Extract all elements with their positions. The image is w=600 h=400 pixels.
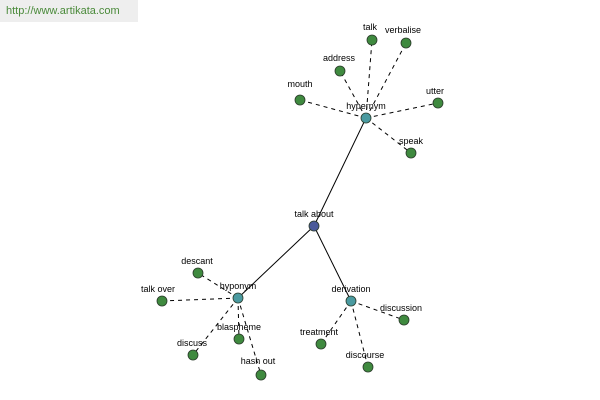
node-dot-discourse[interactable] [362, 361, 374, 373]
edge-hypernym-talk [365, 39, 373, 119]
node-talk[interactable]: talk [363, 22, 378, 46]
node-discussion[interactable]: discussion [380, 303, 422, 326]
node-dot-talk-over[interactable] [156, 295, 168, 307]
node-dot-descant[interactable] [192, 267, 204, 279]
node-dot-treatment[interactable] [315, 338, 327, 350]
edge-talk-about-hyponym [237, 225, 315, 299]
node-label-utter[interactable]: utter [426, 86, 444, 96]
node-utter[interactable]: utter [426, 86, 444, 109]
node-speak[interactable]: speak [399, 136, 424, 159]
graph-edges [161, 39, 439, 376]
node-label-talk-over[interactable]: talk over [141, 284, 175, 294]
node-dot-talk[interactable] [366, 34, 378, 46]
edge-hyponym-blaspheme [237, 297, 240, 340]
edge-talk-about-hypernym [313, 117, 367, 227]
node-dot-utter[interactable] [432, 97, 444, 109]
node-dot-hyponym[interactable] [232, 292, 244, 304]
node-dot-hypernym[interactable] [360, 112, 372, 124]
node-dot-discuss[interactable] [187, 349, 199, 361]
edge-derivation-discourse [350, 300, 369, 368]
url-banner[interactable]: http://www.artikata.com [0, 0, 138, 22]
graph-nodes: talk address verbalise mouth utter speak desca… [141, 22, 444, 381]
node-label-hash-out[interactable]: hash out [241, 356, 276, 366]
node-label-discussion[interactable]: discussion [380, 303, 422, 313]
node-dot-speak[interactable] [405, 147, 417, 159]
node-label-speak[interactable]: speak [399, 136, 424, 146]
node-label-mouth[interactable]: mouth [287, 79, 312, 89]
node-discourse[interactable]: discourse [346, 350, 385, 373]
node-dot-hash-out[interactable] [255, 369, 267, 381]
node-label-discourse[interactable]: discourse [346, 350, 385, 360]
node-label-hypernym[interactable]: hypernym [346, 101, 386, 111]
node-label-descant[interactable]: descant [181, 256, 213, 266]
node-blaspheme[interactable]: blaspheme [217, 322, 261, 345]
edge-hypernym-verbalise [365, 42, 407, 119]
edge-derivation-discussion [350, 300, 405, 321]
node-label-hyponym[interactable]: hyponym [220, 281, 257, 291]
node-dot-mouth[interactable] [294, 94, 306, 106]
node-hash-out[interactable]: hash out [241, 356, 276, 381]
edge-hypernym-address [339, 70, 367, 119]
node-treatment[interactable]: treatment [300, 327, 339, 350]
edge-hypernym-mouth [299, 99, 367, 119]
node-derivation[interactable]: derivation [331, 284, 371, 307]
node-talk-over[interactable]: talk over [141, 284, 175, 307]
node-label-derivation[interactable]: derivation [331, 284, 370, 294]
node-dot-verbalise[interactable] [400, 37, 412, 49]
node-hyponym[interactable]: hyponym [220, 281, 257, 304]
node-mouth[interactable]: mouth [287, 79, 313, 106]
edge-hyponym-hash-out [237, 297, 262, 376]
node-label-talk-about[interactable]: talk about [294, 209, 334, 219]
node-hypernym[interactable]: hypernym [346, 101, 386, 124]
node-verbalise[interactable]: verbalise [385, 25, 421, 49]
edge-hypernym-speak [365, 117, 412, 154]
node-address[interactable]: address [323, 53, 356, 77]
node-label-discuss[interactable]: discuss [177, 338, 208, 348]
edge-hyponym-talk-over [161, 297, 239, 302]
edge-derivation-treatment [320, 300, 352, 345]
url-text[interactable]: http://www.artikata.com [6, 5, 120, 17]
edge-talk-about-derivation [313, 225, 352, 302]
node-dot-address[interactable] [334, 65, 346, 77]
node-talk-about[interactable]: talk about [294, 209, 334, 232]
node-descant[interactable]: descant [181, 256, 213, 279]
node-dot-blaspheme[interactable] [233, 333, 245, 345]
node-label-verbalise[interactable]: verbalise [385, 25, 421, 35]
node-label-treatment[interactable]: treatment [300, 327, 339, 337]
node-dot-discussion[interactable] [398, 314, 410, 326]
node-label-address[interactable]: address [323, 53, 356, 63]
node-discuss[interactable]: discuss [177, 338, 208, 361]
node-label-blaspheme[interactable]: blaspheme [217, 322, 261, 332]
node-dot-talk-about[interactable] [308, 220, 320, 232]
node-dot-derivation[interactable] [345, 295, 357, 307]
node-label-talk[interactable]: talk [363, 22, 378, 32]
